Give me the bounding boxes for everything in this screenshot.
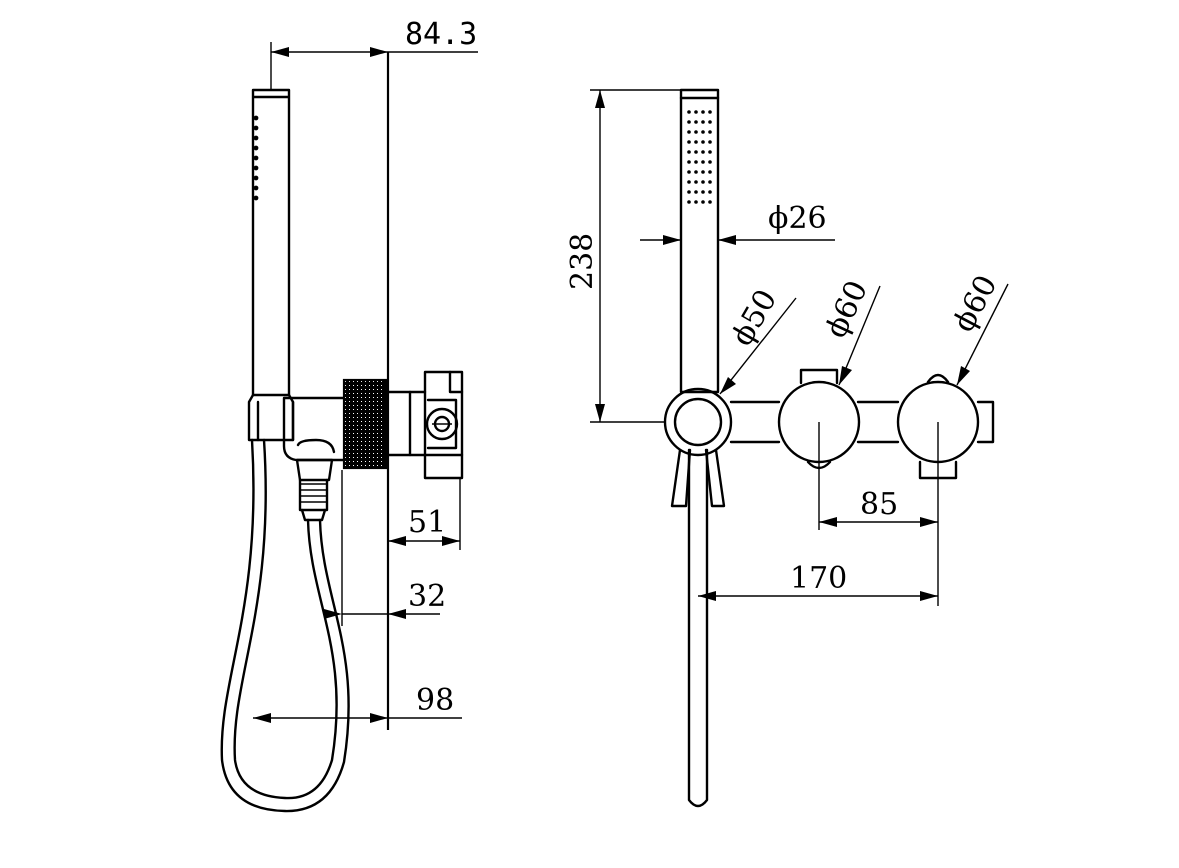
- dim-outlet-label: 32: [408, 579, 446, 614]
- hand-shower-side: [247, 88, 295, 442]
- dim-handle-spacing-label: 85: [860, 487, 898, 522]
- dim-holder-diameter-label: ϕ50: [725, 284, 785, 352]
- spray-nozzle-dots: [253, 115, 259, 201]
- dim-overall-width-label: 170: [790, 561, 847, 596]
- dim-handset-diameter-label: ϕ26: [768, 201, 827, 236]
- dim-handset-diameter: ϕ26: [640, 201, 835, 245]
- dim-outlet: 32: [324, 470, 446, 626]
- dim-handle1-diameter-label: ϕ60: [819, 275, 875, 343]
- dim-hose-loop: 98: [253, 683, 462, 723]
- holder-disc: [663, 387, 733, 457]
- dim-projection-label: 84.3: [405, 17, 477, 52]
- dim-handset-height-label: 238: [565, 233, 600, 290]
- hand-shower-front: [679, 88, 720, 394]
- dim-hose-loop-label: 98: [416, 683, 454, 718]
- spray-face-dots: [687, 110, 712, 204]
- dim-handle1-diameter: ϕ60: [819, 275, 881, 386]
- handle-right: [896, 373, 995, 480]
- knurled-trim-ring: [342, 378, 388, 470]
- dim-handle2-diameter-label: ϕ60: [946, 270, 1004, 338]
- side-view: 84.3 51 32 98: [220, 17, 478, 813]
- dim-overall-width: 170: [698, 561, 938, 601]
- dim-projection: 84.3: [270, 17, 478, 90]
- hose-loop: [220, 438, 350, 813]
- connecting-bar: [729, 400, 900, 444]
- dim-backplate: 51: [388, 478, 461, 550]
- front-view: 238 ϕ26 ϕ50 ϕ60 ϕ60: [565, 88, 1009, 808]
- hose-front: [670, 448, 726, 808]
- dim-handle-spacing: 85: [818, 422, 939, 606]
- dim-handle2-diameter: ϕ60: [946, 270, 1009, 386]
- dim-holder-diameter: ϕ50: [719, 284, 797, 395]
- hose-connector-side: [295, 458, 334, 522]
- in-wall-body: [386, 370, 464, 480]
- dim-backplate-label: 51: [408, 505, 446, 540]
- dim-handset-height: 238: [565, 89, 681, 423]
